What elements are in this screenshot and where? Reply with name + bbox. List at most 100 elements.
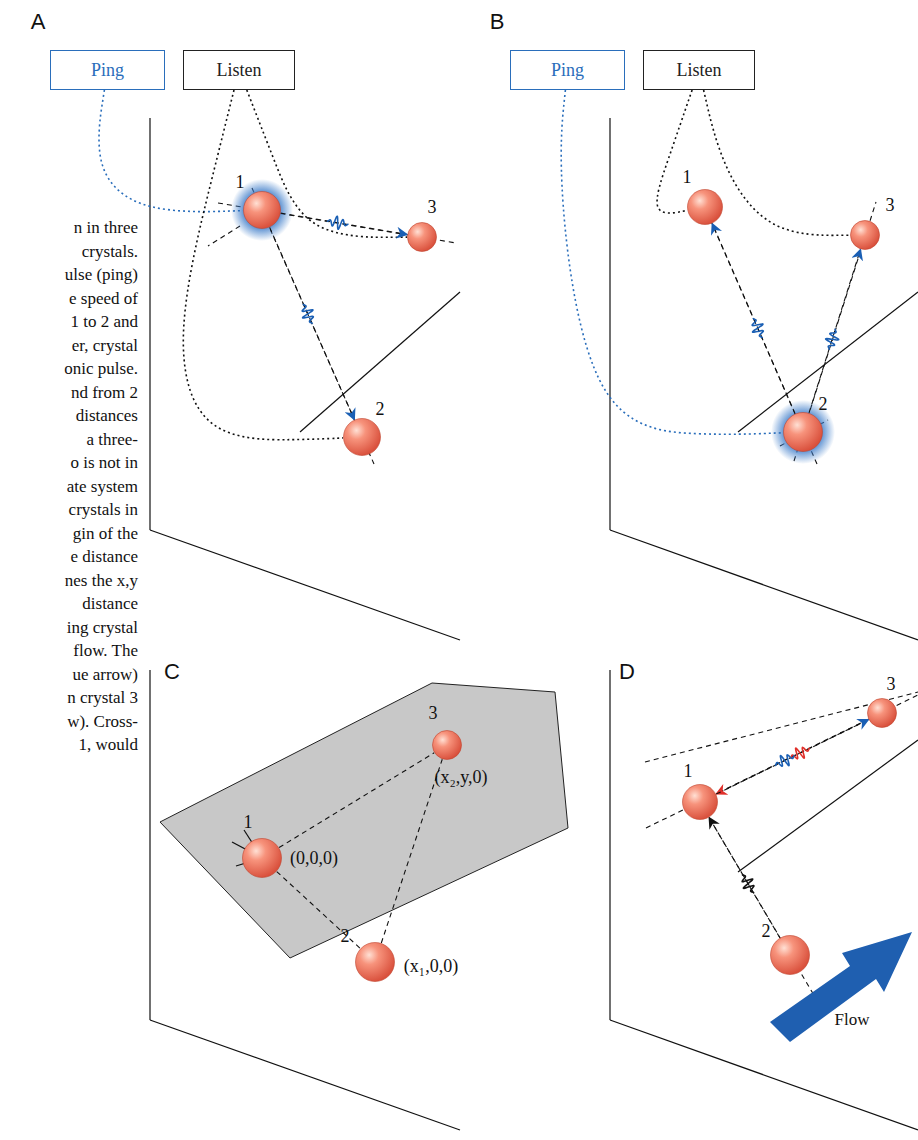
caption-fragment: e distance xyxy=(0,547,138,567)
pulse-wavelet xyxy=(775,755,794,766)
signal-wire xyxy=(657,90,692,213)
panel-letter: B xyxy=(490,9,505,35)
guide-line xyxy=(646,695,918,828)
crystal-number: 3 xyxy=(428,197,437,218)
crystal-node: 2(x₁,0,0) xyxy=(355,942,395,982)
crystal-node: 2 xyxy=(343,418,381,456)
crystal-number: 2 xyxy=(341,926,350,947)
crystal-number: 3 xyxy=(886,195,895,216)
pulse-path xyxy=(709,818,780,938)
crystal-node: 2 xyxy=(783,412,823,452)
pulse-path xyxy=(270,227,355,419)
crystal-shape xyxy=(687,189,723,225)
command-box: Ping xyxy=(50,50,165,90)
caption-fragment: flow. The xyxy=(0,641,138,661)
crystal-node: 3 xyxy=(867,698,897,728)
distance-line xyxy=(277,872,361,949)
panel-letter: A xyxy=(31,9,46,35)
coordinate-label: (0,0,0) xyxy=(290,848,338,869)
coordinate-label: (x₁,0,0) xyxy=(404,956,458,977)
guide-line xyxy=(208,226,240,246)
caption-fragment: gin of the xyxy=(0,524,138,544)
pulse-wavelet xyxy=(302,304,313,324)
axis-line xyxy=(149,118,150,530)
pulse-wavelet xyxy=(826,329,839,350)
crystal xyxy=(408,223,437,252)
crystal xyxy=(868,699,897,728)
flow-arrow xyxy=(770,932,912,1042)
pulse-path xyxy=(716,720,868,795)
panel-letter: D xyxy=(619,659,635,685)
caption-fragment: crystals. xyxy=(0,242,138,262)
caption-fragment: w). Cross- xyxy=(0,712,138,732)
crystal-shape xyxy=(682,784,718,820)
caption-fragment: ing crystal xyxy=(0,618,138,638)
axis-line xyxy=(300,292,460,432)
axis-line xyxy=(738,292,918,432)
pulse-wavelet xyxy=(752,318,763,338)
crystal xyxy=(344,419,381,456)
caption-fragment: ue arrow) xyxy=(0,665,138,685)
crystal-shape xyxy=(242,838,282,878)
pulse-path xyxy=(281,213,407,234)
caption-fragment: 1 to 2 and xyxy=(0,312,138,332)
guide-line xyxy=(694,792,818,1002)
command-box: Listen xyxy=(643,50,755,90)
caption-fragment: n in three xyxy=(0,218,138,238)
axis-line xyxy=(610,530,918,640)
crystal-shape xyxy=(355,942,395,982)
guide-line xyxy=(645,692,918,762)
coordinate-label: (x₂,y,0) xyxy=(434,767,487,788)
axis-line xyxy=(609,670,610,1020)
axis-line xyxy=(738,740,918,872)
distance-line xyxy=(381,759,442,943)
crystal-number: 3 xyxy=(429,703,438,724)
signal-wire xyxy=(99,90,243,212)
crystal xyxy=(356,943,395,982)
crystal-number: 2 xyxy=(376,399,385,420)
crystal-node: 3 xyxy=(407,222,437,252)
caption-fragment: ate system xyxy=(0,477,138,497)
crystal-shape xyxy=(867,698,897,728)
dashed-guides xyxy=(208,188,918,1002)
caption-fragment: a three- xyxy=(0,430,138,450)
crystal-node: 1 xyxy=(687,189,723,225)
caption-fragment: 1, would xyxy=(0,735,138,755)
crystal xyxy=(244,192,281,229)
caption-fragment: distances xyxy=(0,406,138,426)
axis-line xyxy=(149,670,150,1020)
axis-line xyxy=(150,530,460,640)
command-box: Ping xyxy=(510,50,625,90)
pulse-wavelet xyxy=(742,874,754,893)
box-label: Listen xyxy=(217,60,262,81)
crystal-shape xyxy=(783,412,823,452)
crystal-number: 1 xyxy=(244,812,253,833)
panel-letter: C xyxy=(164,659,180,685)
box-label: Ping xyxy=(91,60,124,81)
crystal-number: 2 xyxy=(762,921,771,942)
crystal-node: 1 xyxy=(243,191,281,229)
axes xyxy=(150,118,918,1130)
caption-fragment: er, crystal xyxy=(0,336,138,356)
crystal xyxy=(683,785,718,820)
flow-label: Flow xyxy=(835,1010,870,1030)
crystal-shape xyxy=(243,191,281,229)
distance-line xyxy=(279,753,434,848)
pulse-path xyxy=(809,249,860,413)
caption-fragment: crystals in xyxy=(0,500,138,520)
crystal xyxy=(784,413,823,452)
caption-fragment: ulse (ping) xyxy=(0,265,138,285)
xy-plane xyxy=(160,683,568,958)
crystal-number: 2 xyxy=(819,394,828,415)
crystal xyxy=(688,190,723,225)
pulse-path xyxy=(716,720,868,795)
box-label: Listen xyxy=(677,60,722,81)
crystal-shape xyxy=(432,730,462,760)
crystal-number: 1 xyxy=(683,167,692,188)
signal-wire xyxy=(183,90,343,440)
pulse-path xyxy=(712,224,795,414)
crystal-number: 3 xyxy=(887,674,896,695)
caption-fragment: nes the x,y xyxy=(0,571,138,591)
